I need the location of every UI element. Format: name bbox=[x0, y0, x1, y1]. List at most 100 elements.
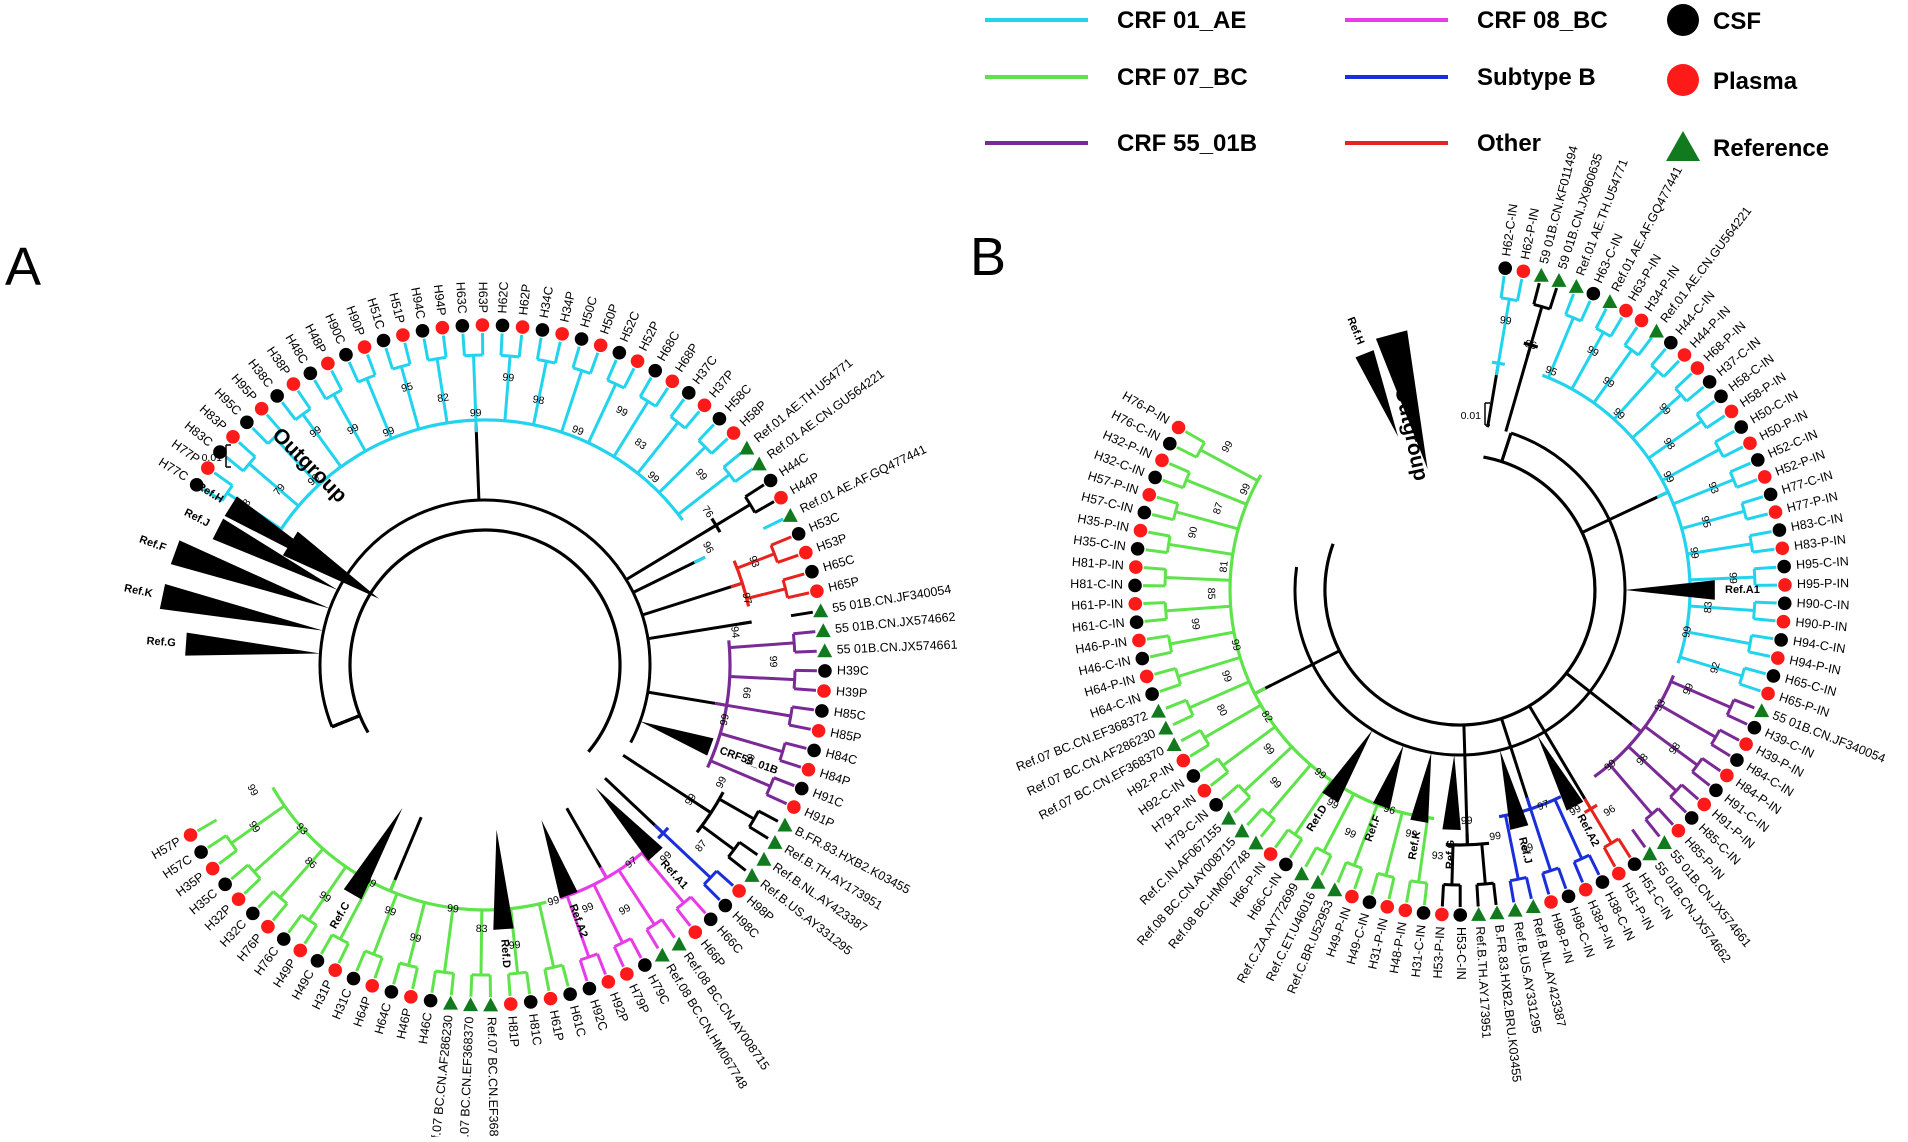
reference-triangle-marker bbox=[1489, 905, 1504, 919]
pair-stem bbox=[280, 849, 323, 898]
csf-marker bbox=[194, 845, 208, 859]
tip-label: H50P bbox=[597, 302, 621, 336]
tip-branch bbox=[789, 725, 811, 729]
tip-branch bbox=[1658, 809, 1673, 825]
reference-triangle-marker bbox=[1471, 907, 1486, 921]
plasma-marker bbox=[504, 997, 518, 1011]
pair-stem bbox=[249, 464, 298, 506]
plasma-marker bbox=[293, 944, 307, 958]
bootstrap-value: 99 bbox=[446, 902, 459, 915]
tip-label: H94P bbox=[431, 284, 449, 317]
csf-marker bbox=[385, 985, 399, 999]
csf-marker bbox=[1187, 769, 1201, 783]
tip-branch bbox=[780, 760, 801, 767]
plasma-marker bbox=[802, 763, 816, 777]
panel-letter: A bbox=[5, 237, 41, 297]
reference-wedge-label: Ref.F bbox=[138, 534, 168, 555]
pair-stem bbox=[374, 894, 397, 955]
pair-stem bbox=[1205, 705, 1261, 738]
reference-triangle-marker bbox=[443, 996, 458, 1010]
tip-branch bbox=[1750, 532, 1772, 536]
reference-wedge-label: Ref.H bbox=[1344, 315, 1366, 346]
plasma-marker bbox=[666, 374, 680, 388]
tip-branch bbox=[614, 947, 623, 967]
csf-marker bbox=[807, 744, 821, 758]
csf-marker bbox=[1748, 721, 1762, 735]
backbone-tick bbox=[1313, 651, 1340, 665]
pair-stem bbox=[594, 885, 623, 943]
tip-branch bbox=[1501, 276, 1504, 298]
plasma-marker bbox=[436, 321, 450, 335]
clade-stem-colored bbox=[390, 880, 395, 891]
pair-stem bbox=[1572, 332, 1604, 389]
bootstrap-value: 87 bbox=[693, 838, 710, 855]
csf-marker bbox=[1774, 633, 1788, 647]
pair-stem bbox=[719, 799, 754, 819]
plasma-marker bbox=[1399, 904, 1413, 918]
tip-branch bbox=[771, 537, 791, 545]
plasma-marker bbox=[817, 684, 831, 698]
tip-branch bbox=[767, 795, 787, 804]
csf-marker bbox=[1136, 652, 1150, 666]
reference-triangle-marker bbox=[817, 643, 832, 657]
tip-branch bbox=[1543, 873, 1549, 894]
tip-label: H61-P-IN bbox=[1071, 597, 1124, 613]
tip-branch bbox=[598, 954, 606, 975]
reference-wedge-label: Ref.G bbox=[146, 635, 176, 649]
plasma-marker bbox=[261, 920, 275, 934]
reference-triangle-marker bbox=[1649, 324, 1664, 338]
tip-branch bbox=[788, 593, 810, 598]
pair-stem bbox=[1690, 577, 1755, 580]
reference-wedge-label: Ref.H bbox=[195, 480, 226, 505]
tip-branch bbox=[1754, 619, 1776, 621]
backbone-tick bbox=[1464, 725, 1465, 755]
csf-marker bbox=[347, 972, 361, 986]
bootstrap-value: 99 bbox=[1585, 343, 1601, 359]
tip-branch bbox=[1372, 873, 1378, 894]
plasma-marker bbox=[602, 975, 616, 989]
plasma-marker bbox=[255, 402, 269, 416]
tip-branch bbox=[1163, 480, 1184, 488]
tip-label: H64C bbox=[372, 1001, 394, 1036]
reference-wedge bbox=[160, 584, 324, 631]
csf-marker bbox=[704, 912, 718, 926]
bootstrap-value: 80 bbox=[1214, 702, 1230, 718]
bootstrap-value: 99 bbox=[767, 656, 779, 668]
tip-branch bbox=[793, 632, 815, 634]
reference-triangle-marker bbox=[1151, 704, 1166, 718]
clade-stem bbox=[1506, 345, 1531, 432]
reference-wedge bbox=[1442, 755, 1460, 830]
reference-wedge-label: Ref.D bbox=[498, 939, 512, 969]
tip-label: H90-P-IN bbox=[1795, 615, 1848, 634]
bootstrap-value: 99 bbox=[693, 466, 710, 483]
tip-branch bbox=[1692, 772, 1709, 786]
tip-branch bbox=[1651, 349, 1665, 366]
csf-marker bbox=[682, 386, 696, 400]
tip-branch bbox=[1177, 447, 1197, 457]
tip-branch bbox=[1290, 839, 1302, 858]
plasma-marker bbox=[1579, 883, 1593, 897]
tip-branch bbox=[1596, 309, 1606, 329]
csf-marker bbox=[1730, 753, 1744, 767]
tip-branch bbox=[590, 353, 598, 374]
tip-label: H53C bbox=[807, 510, 842, 535]
plasma-marker bbox=[544, 992, 558, 1006]
tip-branch bbox=[712, 439, 728, 454]
bootstrap-value: 82 bbox=[437, 391, 451, 405]
tip-branch bbox=[1407, 881, 1411, 903]
tip-branch bbox=[1550, 288, 1557, 309]
tree-backbone bbox=[1325, 457, 1595, 725]
tip-branch bbox=[1494, 883, 1497, 905]
bootstrap-value: 96 bbox=[1602, 803, 1619, 820]
pair-stem bbox=[1682, 511, 1745, 528]
plasma-marker bbox=[287, 377, 301, 391]
tip-branch bbox=[631, 939, 641, 958]
tip-branch bbox=[1510, 881, 1514, 903]
bootstrap-value: 99 bbox=[617, 902, 633, 918]
csf-marker bbox=[1279, 858, 1293, 872]
tip-branch bbox=[1146, 550, 1168, 553]
bootstrap-value: 92 bbox=[1708, 660, 1723, 675]
reference-triangle-marker bbox=[655, 948, 670, 962]
plasma-marker bbox=[1155, 454, 1169, 468]
